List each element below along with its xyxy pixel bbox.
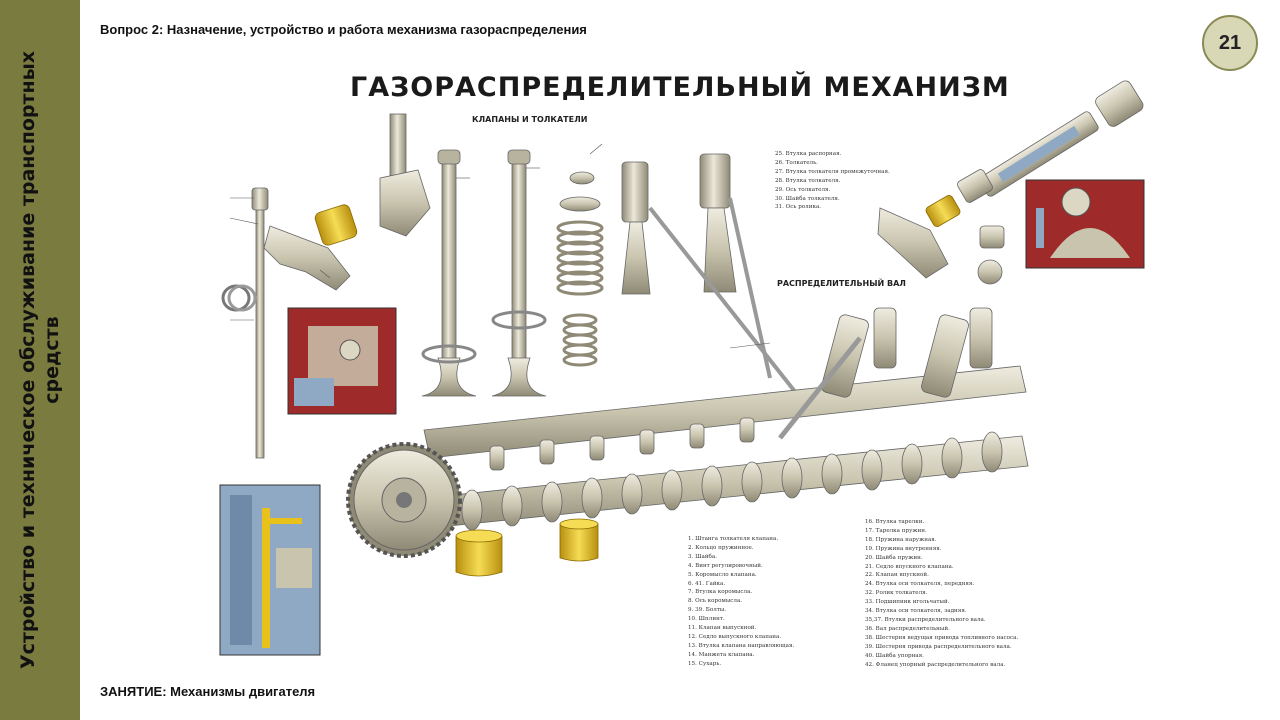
legend-item: 18. Пружина наружная. <box>865 536 937 543</box>
mechanism-illustration <box>210 58 1170 670</box>
cutaway-pushrod-inset <box>1025 179 1145 269</box>
legend-item: 20. Шайба пружин. <box>865 554 923 561</box>
legend-item: 13. Втулка клапана направляющая. <box>688 642 795 649</box>
legend-item: 33. Подшипник игольчатый. <box>865 599 950 606</box>
legend-item: 4. Винт регулировочный. <box>688 562 763 569</box>
sidebar-title: Устройство и техническое обслуживание тр… <box>17 50 63 670</box>
legend-item: 34. Втулка оси толкателя, задняя. <box>865 608 967 615</box>
sidebar: Устройство и техническое обслуживание тр… <box>0 0 80 720</box>
legend-item: 30. Шайба толкателя. <box>775 195 840 202</box>
valve-spring <box>556 220 604 367</box>
slide-number: 21 <box>1218 31 1242 54</box>
legend-item: 15. Сухарь. <box>688 660 722 667</box>
legend-item: 42. Фланец упорный распределительного ва… <box>865 661 1006 668</box>
pushrod-exploded <box>978 80 1144 197</box>
valves-label: КЛАПАНЫ И ТОЛКАТЕЛИ <box>472 115 588 124</box>
legend-item: 29. Ось толкателя. <box>775 186 831 193</box>
legend-item: 12. Седло выпускного клапана. <box>688 633 782 640</box>
legend-item: 32. Ролик толкателя. <box>865 590 928 597</box>
legend-item: 8. Ось коромысла. <box>688 598 743 605</box>
legend-item: 38. Шестерня ведущая привода топливного … <box>865 634 1019 641</box>
legend-item: 1. Штанга толкателя клапана. <box>688 536 779 542</box>
legend-item: 28. Втулка толкателя. <box>775 177 841 184</box>
valve-tappets <box>621 153 802 400</box>
question-heading: Вопрос 2: Назначение, устройство и работ… <box>100 22 587 37</box>
legend-item: 25. Втулка распорная. <box>775 151 842 157</box>
legend-item: 11. Клапан выпускной. <box>688 625 757 632</box>
legend-right: 16. Втулка тарелки. 17. Тарелка пружин. … <box>865 518 1018 669</box>
legend-item: 10. Шплинт. <box>688 616 725 623</box>
legend-item: 6. 41. Гайка. <box>688 580 726 587</box>
valve-right <box>491 149 547 397</box>
lesson-footer: ЗАНЯТИЕ: Механизмы двигателя <box>100 684 316 699</box>
legend-item: 35,37. Втулки распределительного вала. <box>865 616 986 623</box>
legend-item: 31. Ось ролика. <box>775 204 822 211</box>
slide-number-badge: 21 <box>1202 15 1258 71</box>
legend-item: 39. Шестерня привода распределительного … <box>865 643 1012 650</box>
legend-item: 19. Пружина внутренняя. <box>865 545 942 552</box>
valve-left <box>421 149 477 397</box>
timing-gear <box>346 442 462 558</box>
camshaft-label: РАСПРЕДЕЛИТЕЛЬНЫЙ ВАЛ <box>777 279 906 288</box>
legend-item: 5. Коромысло клапана. <box>688 571 757 578</box>
legend-item: 7. Втулка коромысла. <box>688 589 753 596</box>
camshaft-bushings <box>455 518 599 577</box>
legend-item: 26. Толкатель. <box>775 159 818 166</box>
legend-item: 27. Втулка толкателя промежуточная. <box>775 168 890 175</box>
legend-item: 24. Втулка оси толкателя, передняя. <box>865 581 975 588</box>
legend-item: 3. Шайба. <box>688 553 718 560</box>
cutaway-gear-inset <box>219 484 321 656</box>
legend-item: 22. Клапан впускной. <box>865 572 929 579</box>
legend-item: 14. Манжета клапана. <box>688 651 755 658</box>
legend-item: 21. Седло впускного клапана. <box>865 563 954 570</box>
rocker-assemblies <box>821 307 993 398</box>
legend-item: 9. 39. Болты. <box>688 607 727 614</box>
poster-title: ГАЗОРАСПРЕДЕЛИТЕЛЬНЫЙ МЕХАНИЗМ <box>350 72 1010 103</box>
legend-item: 17. Тарелка пружин. <box>865 527 927 534</box>
legend-top: 25. Втулка распорная. 26. Толкатель. 27.… <box>775 150 890 212</box>
legend-item: 40. Шайба упорная. <box>865 652 924 659</box>
legend-item: 36. Вал распределительный. <box>865 625 950 632</box>
legend-item: 2. Кольцо пружинное. <box>688 544 754 551</box>
legend-item: 16. Втулка тарелки. <box>865 519 925 525</box>
cutaway-rocker-inset <box>287 307 397 415</box>
legend-left: 1. Штанга толкателя клапана. 2. Кольцо п… <box>688 535 794 669</box>
